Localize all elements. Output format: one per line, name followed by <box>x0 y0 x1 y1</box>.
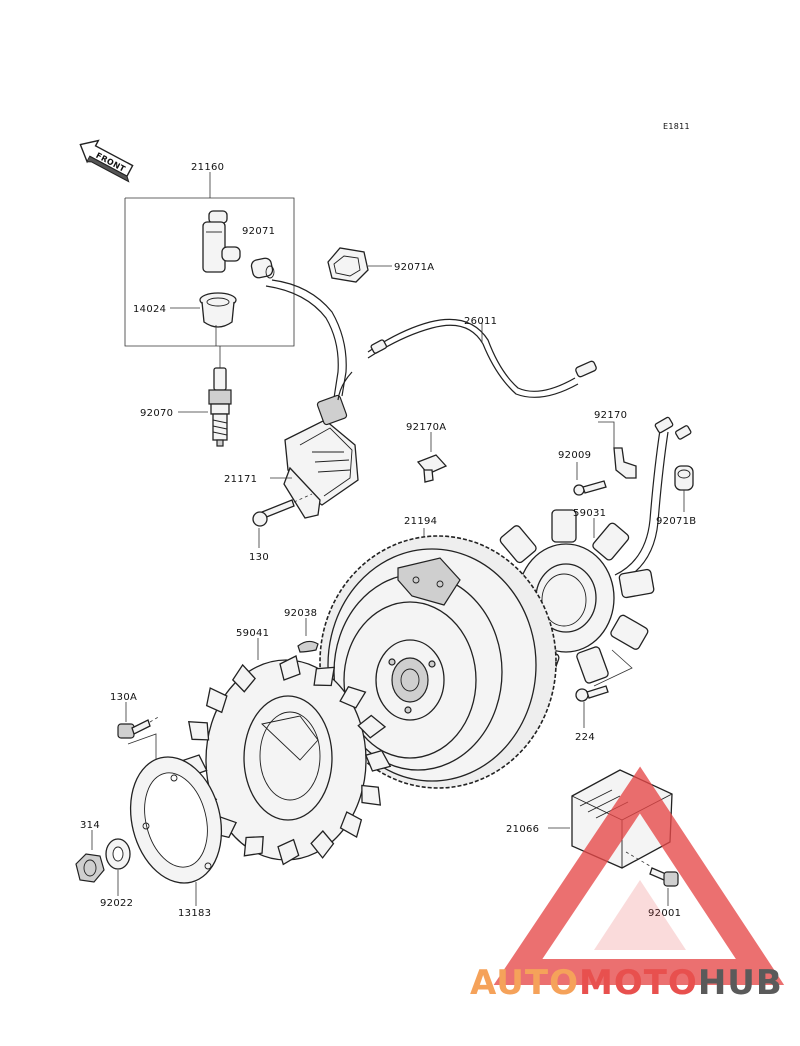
part-26011-wire <box>337 318 597 401</box>
label-92071B: 92071B <box>656 516 696 527</box>
label-92071A: 92071A <box>394 262 434 273</box>
part-92170A-clip <box>416 432 448 483</box>
stator-lead-wires <box>614 429 661 576</box>
label-21171: 21171 <box>224 474 257 485</box>
label-21160: 21160 <box>191 162 224 173</box>
watermark-moto: MOTO <box>579 963 698 1003</box>
part-21160-assembly <box>124 172 295 347</box>
part-130A-bolt <box>117 702 161 739</box>
part-92071-boot <box>250 257 275 279</box>
part-92170-clamp <box>598 421 637 479</box>
part-14024-seal <box>199 292 237 328</box>
label-224: 224 <box>575 732 595 743</box>
watermark-auto: AUTO <box>470 963 579 1003</box>
part-13183-plate <box>127 733 223 906</box>
part-92071B-grommet <box>674 465 694 512</box>
label-92170: 92170 <box>594 410 627 421</box>
label-21066: 21066 <box>506 824 539 835</box>
label-14024: 14024 <box>133 304 166 315</box>
label-92071: 92071 <box>242 226 275 237</box>
front-arrow-icon: FRONT <box>79 139 134 183</box>
label-92009: 92009 <box>558 450 591 461</box>
automotohub-watermark <box>493 766 785 985</box>
label-92070: 92070 <box>140 408 173 419</box>
part-21171-ignition-coil <box>265 279 359 519</box>
automotohub-logo: AUTOMOTOHUB <box>470 963 783 1003</box>
label-130A: 130A <box>110 692 137 703</box>
label-59031: 59031 <box>573 508 606 519</box>
part-92038-key <box>297 618 319 653</box>
part-92022-washer <box>105 838 131 896</box>
label-130: 130 <box>249 552 269 563</box>
part-314-nut <box>75 830 105 883</box>
part-92070-spark-plug <box>208 346 232 447</box>
label-21194: 21194 <box>404 516 437 527</box>
part-92001-bolt <box>625 851 679 906</box>
label-92022: 92022 <box>100 898 133 909</box>
part-224-screw <box>575 685 609 728</box>
part-92071A-cap <box>327 247 392 283</box>
part-59041-fan <box>180 638 392 866</box>
reference-code: E1811 <box>663 122 690 131</box>
label-314: 314 <box>80 820 100 831</box>
label-92038: 92038 <box>284 608 317 619</box>
label-92001: 92001 <box>648 908 681 919</box>
label-26011: 26011 <box>464 316 497 327</box>
part-92009-bolt <box>573 462 607 496</box>
label-59041: 59041 <box>236 628 269 639</box>
part-130-bolt <box>252 493 313 548</box>
watermark-hub: HUB <box>698 963 783 1003</box>
label-92170A: 92170A <box>406 422 446 433</box>
svg-text:AUTOMOTOHUB: AUTOMOTOHUB <box>470 963 783 1003</box>
label-13183: 13183 <box>178 908 211 919</box>
